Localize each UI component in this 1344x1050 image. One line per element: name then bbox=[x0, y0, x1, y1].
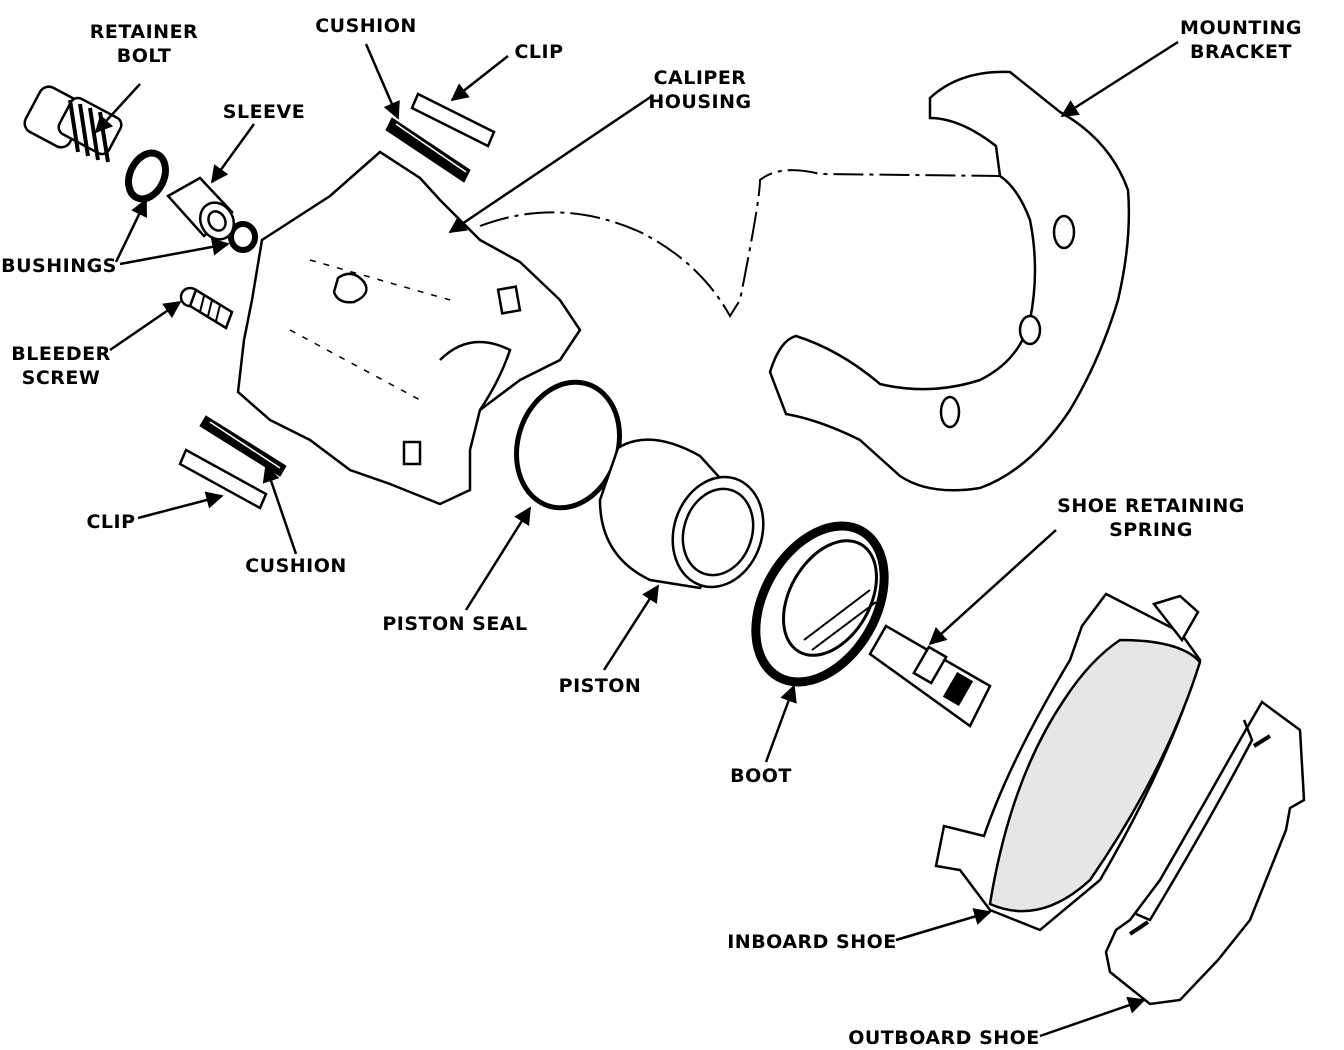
label-sleeve: SLEEVE bbox=[222, 101, 306, 123]
label-outboard-shoe: OUTBOARD SHOE bbox=[848, 1027, 1040, 1049]
arrow-boot bbox=[764, 684, 797, 763]
arrow-retainer-bolt bbox=[94, 83, 141, 134]
label-bleeder-screw: BLEEDER SCREW bbox=[11, 343, 111, 389]
label-cushion-top: CUSHION bbox=[315, 15, 417, 37]
boot-part bbox=[751, 521, 889, 687]
arrow-sleeve bbox=[210, 123, 256, 184]
label-mounting-bracket: MOUNTING BRACKET bbox=[1180, 17, 1302, 63]
label-caliper-housing: CALIPER HOUSING bbox=[648, 67, 752, 113]
arrow-piston bbox=[602, 584, 660, 671]
arrow-bushings-left bbox=[114, 198, 148, 263]
label-bushings: BUSHINGS bbox=[1, 255, 117, 277]
leader-arrows bbox=[94, 40, 1179, 1038]
caliper-housing-part bbox=[236, 150, 582, 506]
label-clip-top: CLIP bbox=[514, 41, 564, 63]
arrow-mounting-bracket bbox=[1060, 40, 1179, 118]
arrow-inboard-shoe bbox=[895, 908, 992, 942]
arrow-caliper-housing bbox=[448, 94, 653, 234]
sleeve-part bbox=[166, 176, 236, 241]
label-cushion-bottom: CUSHION bbox=[245, 555, 347, 577]
rotor-phantom-outline bbox=[479, 169, 1001, 318]
label-clip-bottom: CLIP bbox=[86, 511, 136, 533]
arrow-piston-seal bbox=[464, 506, 532, 611]
retainer-bolt-part bbox=[23, 85, 123, 163]
bleeder-screw-part bbox=[179, 286, 234, 330]
piston-part bbox=[598, 438, 765, 590]
label-piston: PISTON bbox=[558, 675, 642, 697]
arrow-shoe-retaining-spring bbox=[928, 529, 1057, 646]
label-inboard-shoe: INBOARD SHOE bbox=[727, 931, 897, 953]
bushings-part bbox=[125, 149, 258, 253]
arrow-cushion-top bbox=[364, 43, 400, 120]
arrow-clip-top bbox=[450, 55, 509, 102]
arrow-clip-bottom bbox=[137, 491, 224, 520]
arrow-bleeder-screw bbox=[109, 300, 182, 352]
arrow-bushings-right bbox=[119, 238, 230, 266]
arrow-outboard-shoe bbox=[1039, 996, 1146, 1038]
label-boot: BOOT bbox=[730, 765, 792, 787]
label-piston-seal: PISTON SEAL bbox=[382, 613, 528, 635]
shoe-retaining-spring-part bbox=[868, 624, 992, 728]
cushion-bottom-part bbox=[199, 415, 287, 477]
arrow-cushion-bottom bbox=[262, 464, 298, 555]
clip-bottom-part bbox=[178, 448, 268, 510]
cushion-top-part bbox=[385, 117, 471, 183]
mounting-bracket-part bbox=[768, 70, 1131, 492]
outboard-shoe-part bbox=[1104, 700, 1306, 1006]
label-retainer-bolt: RETAINER BOLT bbox=[89, 21, 199, 67]
clip-top-part bbox=[410, 92, 496, 148]
label-shoe-retaining-spring: SHOE RETAINING SPRING bbox=[1057, 495, 1245, 541]
inboard-shoe-part bbox=[934, 592, 1202, 932]
